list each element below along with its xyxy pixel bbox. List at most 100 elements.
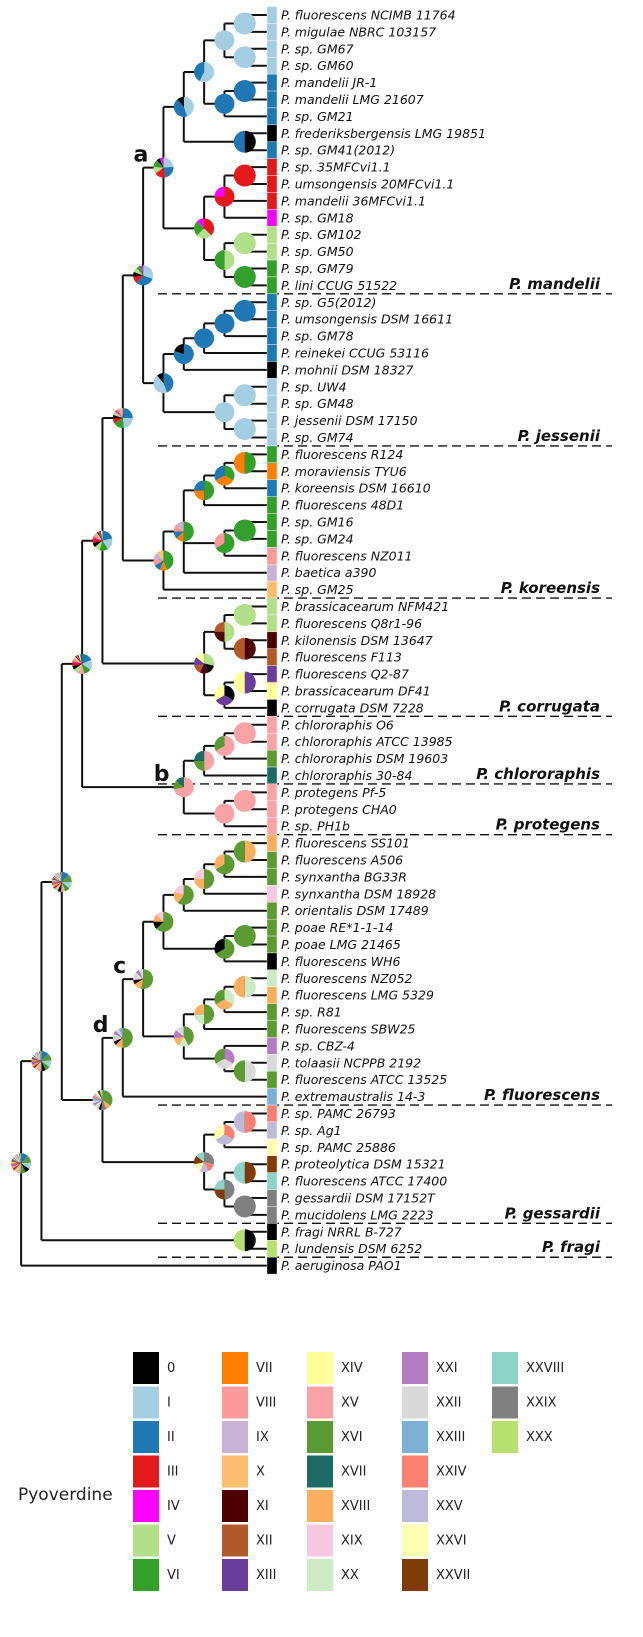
tip-label: P. sp. G5(2012) — [281, 295, 376, 310]
pie-slice — [143, 265, 154, 279]
pie-slice — [214, 30, 235, 51]
legend-label: I — [167, 1396, 171, 1411]
pie-slice — [32, 1061, 42, 1067]
tip-label: P. sp. GM79 — [281, 261, 354, 276]
pie-slice — [11, 1163, 22, 1165]
tip-label: P. protegens Pf-5 — [281, 785, 386, 800]
pie-slice — [19, 1153, 22, 1164]
pie-slice — [214, 313, 235, 334]
pie-slice — [233, 418, 256, 441]
pie-slice — [93, 535, 103, 541]
pie-slice — [175, 1026, 184, 1037]
pie-slice — [51, 881, 62, 886]
pie-slice — [35, 1052, 42, 1062]
pie-slice — [93, 1099, 103, 1106]
ancestral-state-pie — [214, 685, 235, 706]
tip-label: P. sp. GM48 — [281, 396, 354, 411]
tip-type-cell — [266, 986, 278, 1004]
pie-slice — [32, 1061, 42, 1069]
pie-slice — [77, 654, 83, 664]
pie-slice — [233, 46, 256, 69]
tip-type-cell — [266, 310, 278, 328]
tip-type-cell — [266, 175, 278, 193]
pie-slice — [32, 1055, 42, 1062]
legend-swatch — [133, 1421, 159, 1453]
pie-slice — [122, 1027, 133, 1048]
tip-label: P. sp. GM67 — [281, 41, 354, 56]
pie-slice — [78, 654, 83, 664]
pie-slice — [95, 1091, 103, 1100]
pie-slice — [140, 265, 144, 276]
pie-slice — [31, 1057, 42, 1062]
ancestral-state-pie — [233, 789, 256, 812]
pie-slice — [134, 979, 144, 989]
tip-label: P. synxantha DSM 18928 — [281, 886, 436, 901]
pie-slice — [11, 1159, 22, 1164]
pie-slice — [72, 661, 83, 664]
tip-type-cell — [266, 462, 278, 480]
pie-slice — [153, 166, 164, 174]
legend-label: XVIII — [341, 1499, 370, 1514]
pie-slice — [163, 373, 174, 393]
ancestral-state-pie — [92, 530, 113, 551]
tip-type-cell — [266, 851, 278, 869]
pie-slice — [173, 99, 188, 117]
tip-type-cell — [266, 1172, 278, 1190]
tip-label: P. mandelii 36MFCvi1.1 — [281, 193, 426, 208]
pie-slice — [224, 1179, 235, 1200]
node-label: a — [133, 143, 148, 168]
tip-label: P. gessardii DSM 17152T — [281, 1191, 436, 1206]
pie-slice — [93, 1093, 103, 1100]
pie-slice — [32, 1056, 42, 1062]
tip-label: P. mandelii JR-1 — [281, 75, 377, 90]
pie-slice — [233, 840, 245, 863]
tip-type-cell — [266, 1256, 278, 1275]
ancestral-state-pie — [214, 533, 235, 554]
pie-slice — [31, 1061, 42, 1064]
pie-slice — [77, 663, 85, 674]
pie-slice — [34, 1061, 42, 1071]
pie-slice — [92, 1099, 103, 1104]
ancestral-state-pie — [51, 871, 72, 892]
tip-label: P. kilonensis DSM 13647 — [281, 633, 433, 648]
ancestral-state-pie — [214, 735, 235, 756]
pie-slice — [117, 408, 123, 418]
pie-slice — [199, 62, 215, 83]
legend-label: VII — [256, 1361, 273, 1376]
pie-slice — [12, 1157, 22, 1164]
tip-type-cell — [266, 547, 278, 565]
pie-slice — [199, 663, 209, 674]
legend-label: XIII — [256, 1568, 276, 1583]
ancestral-state-pie — [233, 130, 256, 153]
pie-slice — [173, 344, 194, 365]
pie-slice — [139, 969, 144, 980]
pie-slice — [120, 407, 123, 418]
pie-slice — [173, 780, 184, 790]
pie-slice — [194, 490, 205, 501]
tip-label: P. fluorescens NZ052 — [281, 971, 413, 986]
pie-slice — [94, 540, 103, 551]
tip-label: P. sp. GM102 — [281, 227, 362, 242]
tip-label: P. mucidolens LMG 2223 — [281, 1207, 434, 1222]
pie-slice — [133, 271, 144, 277]
ancestral-state-pie — [153, 373, 174, 394]
ancestral-state-pie — [153, 911, 174, 932]
ancestral-state-pie — [194, 653, 215, 674]
pie-slice — [214, 186, 235, 207]
pie-slice — [233, 451, 245, 474]
ancestral-state-pie — [233, 384, 256, 407]
tip-type-cell — [266, 513, 278, 531]
tip-label: P. sp. GM16 — [281, 515, 354, 530]
pie-slice — [163, 166, 174, 178]
pie-slice — [233, 1161, 245, 1184]
clade-label: P. koreensis — [501, 579, 600, 597]
pie-slice — [31, 1059, 42, 1062]
pie-slice — [177, 96, 184, 107]
ancestral-state-pie — [112, 1027, 133, 1048]
tip-label: P. brassicacearum NFM421 — [281, 599, 449, 614]
tip-label: P. reinekei CCUG 53116 — [281, 346, 429, 361]
tip-label: P. fluorescens SBW25 — [281, 1022, 416, 1037]
tip-type-cell — [266, 124, 278, 142]
pie-slice — [101, 1099, 107, 1110]
tip-type-cell — [266, 800, 278, 818]
